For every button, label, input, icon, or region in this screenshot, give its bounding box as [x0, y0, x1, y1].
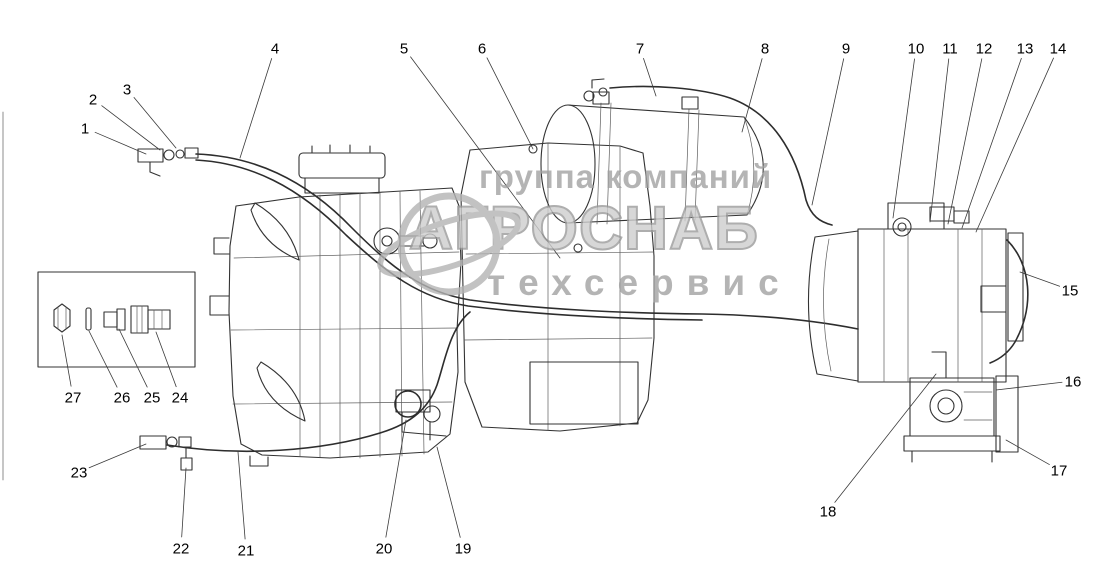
detail-inset — [37, 271, 196, 368]
callout-22: 22 — [173, 540, 190, 557]
callout-16: 16 — [1065, 373, 1082, 390]
callout-25: 25 — [144, 389, 161, 406]
leader-line-16 — [995, 381, 1063, 391]
callout-20: 20 — [376, 540, 393, 557]
callout-5: 5 — [400, 40, 408, 57]
callout-10: 10 — [908, 40, 925, 57]
callout-15: 15 — [1062, 282, 1079, 299]
callout-6: 6 — [478, 40, 486, 57]
clutch-housing — [460, 142, 655, 432]
leader-line-20 — [385, 419, 407, 538]
leader-line-4 — [239, 58, 273, 159]
leader-line-17 — [1005, 439, 1050, 465]
callout-14: 14 — [1050, 40, 1067, 57]
callout-2: 2 — [89, 91, 97, 108]
callout-1: 1 — [81, 120, 89, 137]
callout-7: 7 — [636, 40, 644, 57]
callout-18: 18 — [820, 503, 837, 520]
mount-bracket — [995, 375, 1019, 453]
leader-line-15 — [1019, 271, 1061, 287]
belly-plate-bottom — [256, 361, 306, 422]
leader-line-6 — [486, 57, 534, 150]
leader-line-3 — [133, 97, 177, 149]
callout-3: 3 — [123, 81, 131, 98]
callout-26: 26 — [114, 389, 131, 406]
air-reservoir-tank — [540, 78, 764, 225]
callout-4: 4 — [271, 40, 279, 57]
leader-line-2 — [101, 105, 161, 151]
callout-9: 9 — [842, 40, 850, 57]
callout-8: 8 — [761, 40, 769, 57]
callout-19: 19 — [455, 540, 472, 557]
leader-line-19 — [436, 446, 461, 538]
callout-27: 27 — [65, 389, 82, 406]
callout-12: 12 — [976, 40, 993, 57]
washer — [85, 307, 92, 331]
leader-line-12 — [947, 58, 983, 225]
inset-box — [37, 271, 196, 368]
leader-line-9 — [811, 58, 845, 206]
callout-11: 11 — [942, 40, 958, 57]
leader-line-23 — [88, 443, 147, 469]
leader-line-24 — [155, 331, 177, 388]
left-fittings — [137, 147, 199, 471]
callout-13: 13 — [1017, 40, 1034, 57]
leader-line-27 — [61, 334, 72, 387]
callout-21: 21 — [238, 542, 255, 559]
transmission-assembly — [209, 144, 462, 467]
hydraulic-pump — [903, 351, 1019, 463]
callout-17: 17 — [1051, 462, 1068, 479]
hose-loop — [394, 390, 422, 418]
leader-line-11 — [929, 58, 950, 223]
leader-line-1 — [94, 131, 147, 155]
leader-line-10 — [892, 58, 915, 219]
hoses — [166, 85, 1029, 453]
leader-line-21 — [237, 451, 246, 540]
leader-line-14 — [975, 57, 1054, 233]
leader-line-22 — [181, 467, 187, 538]
leader-line-5 — [410, 56, 561, 259]
belly-plate-top — [250, 202, 300, 261]
hex-nut — [53, 303, 71, 333]
leader-line-13 — [961, 57, 1022, 229]
leader-line-7 — [643, 58, 657, 97]
leader-line-25 — [118, 328, 148, 388]
leader-line-18 — [834, 373, 937, 503]
callout-24: 24 — [172, 389, 189, 406]
strap-buckle — [681, 96, 699, 110]
leader-line-8 — [741, 58, 763, 133]
engine-assembly — [807, 202, 1024, 383]
leader-line-26 — [88, 330, 118, 388]
callout-23: 23 — [71, 464, 88, 481]
compressor-head — [887, 202, 945, 230]
